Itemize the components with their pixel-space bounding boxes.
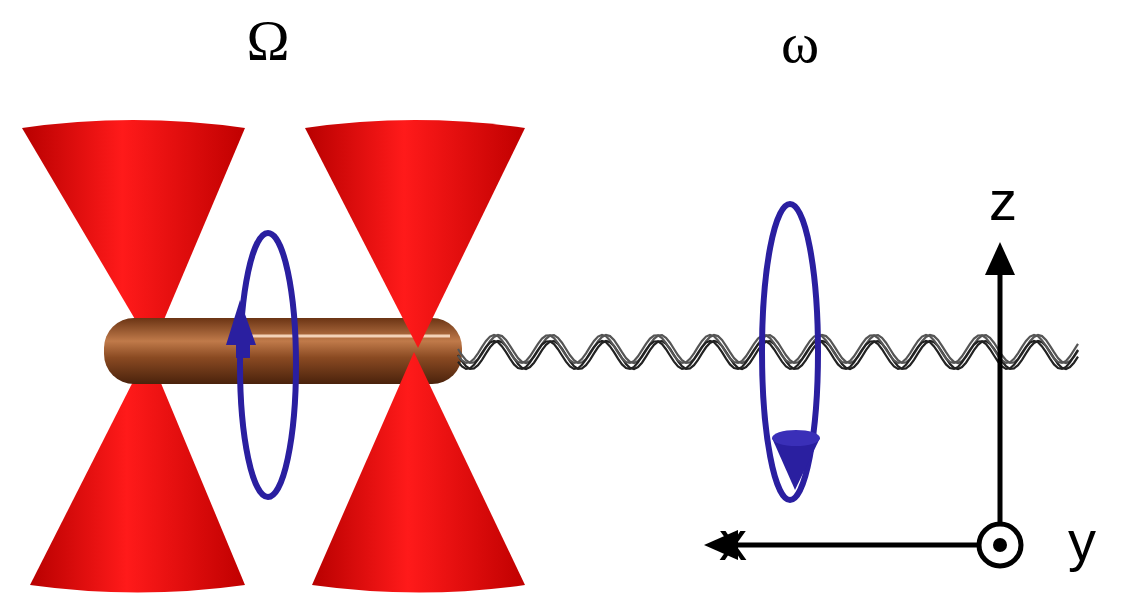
omega-small-label: ω <box>781 14 819 72</box>
helix-strand <box>458 341 1078 369</box>
axis-label: y <box>1068 513 1096 569</box>
helix-strand <box>458 335 1078 363</box>
laser-cone-right <box>305 120 525 593</box>
coordinate-axes <box>704 242 1021 566</box>
dna-helix <box>458 335 1078 369</box>
helix-strand <box>458 341 1078 369</box>
omega-big-label: Ω <box>246 12 289 70</box>
rotation-arrow-omega-small <box>762 204 820 500</box>
rotation-arrow-omega-big <box>226 233 296 497</box>
helix-strand <box>458 335 1078 363</box>
axis-label: x <box>719 513 747 569</box>
axis-label: z <box>989 173 1017 229</box>
